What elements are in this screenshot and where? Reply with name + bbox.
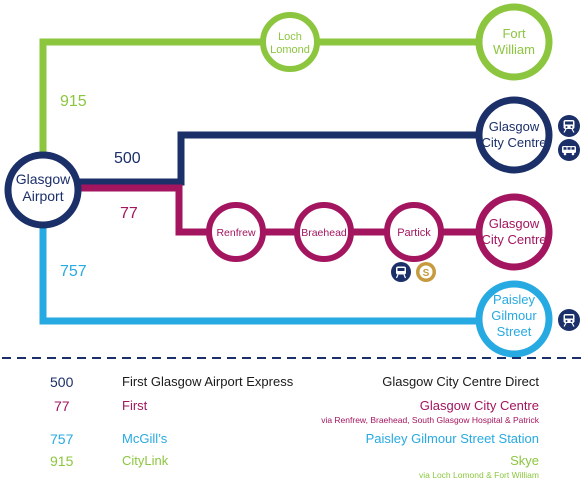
node-paisley-label: Street bbox=[497, 324, 532, 339]
route-map: Glasgow Airport Loch Lomond Fort William… bbox=[2, 3, 584, 359]
node-glasgow-city-centre-500: Glasgow City Centre bbox=[475, 96, 553, 174]
legend-destination: Skye bbox=[510, 453, 539, 468]
legend-destination: Glasgow City Centre Direct bbox=[382, 374, 539, 389]
node-braehead: Braehead bbox=[294, 202, 354, 262]
legend-route-number: 915 bbox=[50, 453, 74, 469]
train-icon bbox=[558, 309, 580, 331]
train-icon bbox=[391, 262, 411, 282]
node-glasgow-city-centre-label: Glasgow bbox=[489, 119, 540, 134]
node-loch-lomond-label: Lomond bbox=[270, 44, 310, 56]
node-braehead-label: Braehead bbox=[301, 227, 347, 239]
node-partick: Partick bbox=[384, 202, 444, 262]
node-fort-william-label: Fort bbox=[502, 26, 526, 41]
node-partick-label: Partick bbox=[397, 227, 431, 239]
legend-destination: Glasgow City Centre bbox=[419, 398, 539, 413]
legend-operator: First bbox=[122, 398, 148, 413]
train-icon bbox=[558, 115, 580, 137]
legend-operator: First Glasgow Airport Express bbox=[122, 374, 294, 389]
node-airport-label: Glasgow bbox=[16, 171, 71, 187]
legend-via-note: via Renfrew, Braehead, South Glasgow Hos… bbox=[321, 415, 539, 425]
legend-destination: Paisley Gilmour Street Station bbox=[365, 431, 539, 446]
legend-operator: McGill’s bbox=[122, 431, 168, 446]
node-glasgow-city-centre-77: Glasgow City Centre bbox=[475, 193, 553, 271]
node-glasgow-city-centre-label: Glasgow bbox=[489, 216, 540, 231]
node-loch-lomond: Loch Lomond bbox=[260, 12, 320, 72]
route-500-label: 500 bbox=[114, 150, 141, 167]
node-fort-william: Fort William bbox=[475, 3, 553, 81]
node-airport-label: Airport bbox=[22, 188, 63, 204]
svg-text:S: S bbox=[423, 268, 430, 279]
legend-operator: CityLink bbox=[122, 453, 169, 468]
node-glasgow-city-centre-label: City Centre bbox=[481, 135, 546, 150]
node-paisley: Paisley Gilmour Street bbox=[475, 280, 553, 358]
legend-route-number: 757 bbox=[50, 431, 74, 447]
route-77-label: 77 bbox=[120, 205, 138, 222]
route-500-line bbox=[75, 131, 538, 186]
node-renfrew-label: Renfrew bbox=[216, 227, 256, 239]
node-renfrew: Renfrew bbox=[206, 202, 266, 262]
route-915-label: 915 bbox=[60, 93, 87, 110]
node-paisley-label: Paisley bbox=[493, 292, 535, 307]
node-loch-lomond-label: Loch bbox=[278, 31, 302, 43]
legend-route-number: 77 bbox=[54, 398, 70, 414]
node-fort-william-label: William bbox=[493, 42, 535, 57]
route-757-label: 757 bbox=[60, 263, 87, 280]
route-757-line bbox=[39, 210, 538, 325]
legend-via-note: via Loch Lomond & Fort William bbox=[419, 470, 539, 480]
route-915-line bbox=[39, 38, 538, 172]
legend-route-number: 500 bbox=[50, 374, 74, 390]
subway-icon: S bbox=[416, 262, 436, 282]
node-glasgow-city-centre-label: City Centre bbox=[481, 232, 546, 247]
bus-icon bbox=[558, 139, 580, 161]
node-paisley-label: Gilmour bbox=[491, 308, 537, 323]
node-airport: Glasgow Airport bbox=[4, 151, 82, 229]
